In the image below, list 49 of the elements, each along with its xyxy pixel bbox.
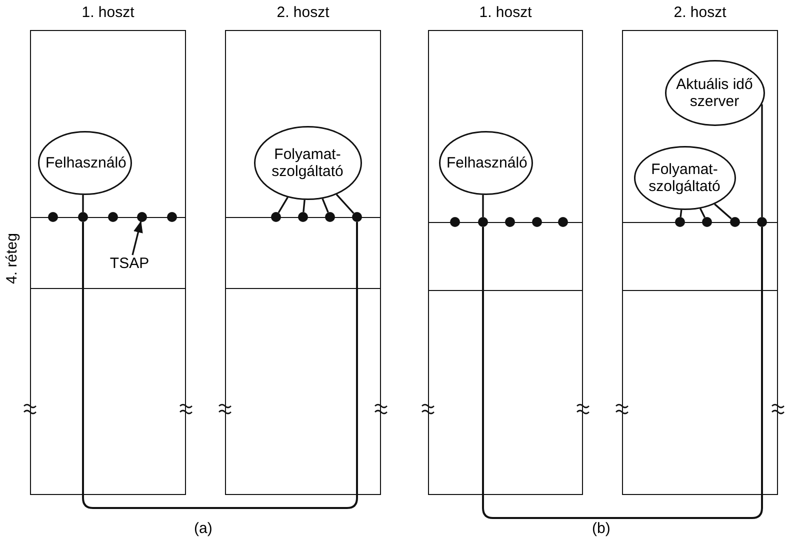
connector-line <box>336 194 354 214</box>
tsap-dot <box>730 216 740 226</box>
process-name: Felhasználó <box>44 154 128 171</box>
tsap-dot <box>702 216 712 226</box>
tsap-dot <box>78 212 88 222</box>
host-label: 1. hoszt <box>80 4 136 21</box>
connection-line <box>82 222 358 509</box>
tsap-dot <box>270 212 280 222</box>
process-name: Aktuális idő szerver <box>675 76 754 110</box>
host-label: 1. hoszt <box>478 4 533 21</box>
host-label: 2. hoszt <box>276 4 330 21</box>
tsap-dot <box>298 212 308 222</box>
tsap-dot <box>504 216 514 226</box>
process-ellipse <box>438 130 532 194</box>
process-name: Felhasználó <box>446 154 528 171</box>
subfigure-label: (a) <box>194 520 212 537</box>
tsap-dot <box>108 212 118 222</box>
tsap-dot <box>532 216 542 226</box>
connector-line <box>680 210 682 218</box>
tsap-dot <box>756 216 766 226</box>
tsap-dot <box>352 212 362 222</box>
layer-label: 4. réteg <box>4 232 20 286</box>
tsap-dot <box>166 212 176 222</box>
leader-arrow <box>132 220 143 256</box>
tsap-dot <box>674 216 684 226</box>
process-ellipse <box>254 126 362 200</box>
tsap-dot <box>48 212 58 222</box>
host-label: 2. hoszt <box>672 4 728 21</box>
connector-line <box>714 203 732 220</box>
process-ellipse <box>664 60 764 126</box>
process-name: Folyamat-szolgáltató <box>648 160 722 194</box>
tsap-label: TSAP <box>104 254 156 274</box>
tsap-dot <box>450 216 460 226</box>
connector-line <box>302 200 306 212</box>
subfigure-label: (b) <box>592 520 610 537</box>
tsap-dot <box>478 216 488 226</box>
connector-line <box>482 194 484 217</box>
process-ellipse <box>634 146 736 210</box>
connector-line <box>761 104 763 217</box>
process-ellipse <box>38 130 132 194</box>
connector-line <box>700 208 706 218</box>
tsap-dot <box>324 212 334 222</box>
connection-line <box>482 227 763 519</box>
connector-line <box>82 194 84 212</box>
tsap-dot <box>136 212 146 222</box>
connector-line <box>322 198 329 213</box>
process-name: Folyamat-szolgáltató <box>270 146 344 180</box>
tsap-dot <box>558 216 568 226</box>
connector-line <box>278 196 288 214</box>
